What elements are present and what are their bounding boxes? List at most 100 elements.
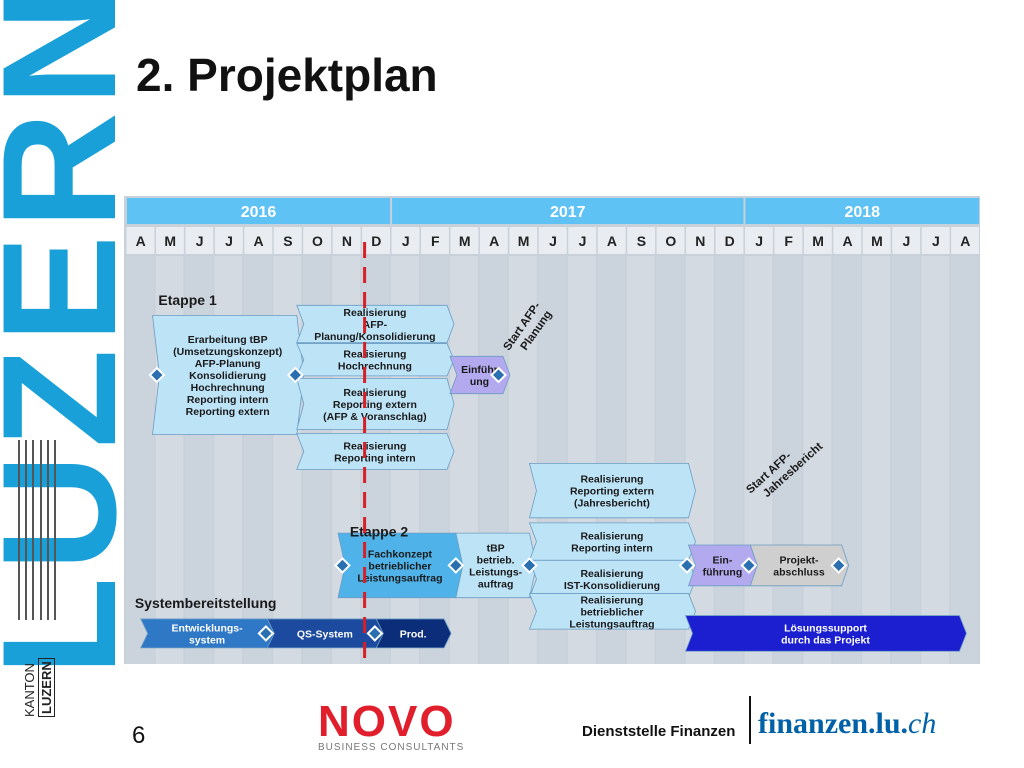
novo-logo-subtitle: BUSINESS CONSULTANTS: [318, 742, 465, 753]
month-header-label: A: [607, 233, 617, 249]
month-header-cell: [244, 227, 273, 254]
month-header-label: F: [784, 233, 793, 249]
milestone-diamond: [678, 556, 696, 574]
month-header-label: J: [903, 233, 911, 249]
section-label: Etappe 2: [350, 523, 409, 539]
month-column: [715, 256, 743, 664]
milestone-diamond: [257, 624, 275, 642]
task-bar: [375, 618, 452, 649]
month-header-cell: [479, 227, 508, 254]
slide-number: 6: [132, 722, 146, 749]
task-label: Lösungssupport: [784, 622, 867, 634]
year-header-label: 2017: [550, 204, 586, 221]
milestone-diamond: [447, 556, 465, 574]
month-header-cell: [185, 227, 214, 254]
month-header-label: N: [695, 233, 705, 249]
finanzen-url-ch: ch: [908, 707, 937, 740]
year-header-label: 2016: [241, 204, 277, 221]
month-header-label: M: [164, 233, 176, 249]
month-column: [862, 256, 891, 664]
month-header-label: J: [402, 233, 410, 249]
task-label: führung: [703, 566, 743, 578]
slide-title: 2. Projektplan: [136, 49, 438, 101]
month-column: [921, 256, 950, 664]
year-header-cell: [745, 198, 980, 224]
month-header-cell: [214, 227, 243, 254]
milestone-diamond: [830, 556, 848, 574]
month-header-label: A: [136, 233, 146, 249]
task-label: Entwicklungs-: [171, 622, 243, 634]
finanzen-url-main: finanzen.lu.: [758, 707, 909, 740]
task-label: Reporting extern: [333, 399, 417, 411]
task-bar: [684, 615, 967, 652]
task-label: betrieb.: [477, 554, 515, 566]
milestone-diamond: [521, 556, 538, 574]
month-header-cell: [155, 227, 184, 254]
month-column: [744, 256, 773, 664]
month-header-cell: [862, 227, 891, 254]
month-header-label: N: [342, 233, 352, 249]
task-bar: [749, 544, 850, 587]
task-label: auftrag: [478, 578, 514, 590]
month-header-cell: [362, 227, 391, 254]
month-header-cell: [744, 227, 773, 254]
month-header-label: D: [725, 233, 735, 249]
task-bar: [296, 377, 455, 430]
task-bar: [296, 433, 455, 470]
month-header-cell: [332, 227, 361, 254]
month-column: [685, 256, 714, 664]
task-label: (AFP & Voranschlag): [323, 411, 426, 423]
task-label: Leistungsauftrag: [357, 572, 442, 584]
month-header-label: J: [549, 233, 557, 249]
month-column: [449, 256, 478, 664]
month-header-cell: [686, 227, 714, 254]
month-header-label: O: [312, 233, 323, 249]
month-column: [773, 256, 802, 664]
task-label: Realisierung: [580, 594, 643, 606]
task-label: Reporting intern: [334, 453, 416, 465]
task-label: Erarbeitung tBP: [188, 334, 268, 346]
footer-separator: [749, 696, 751, 744]
month-header-label: M: [518, 233, 530, 249]
novo-logo-text: NOVO: [318, 697, 456, 746]
task-bar: [528, 593, 696, 630]
month-header-label: J: [225, 233, 233, 249]
department-name: Dienststelle Finanzen: [582, 723, 736, 740]
task-label: Reporting intern: [187, 394, 269, 406]
month-header-cell: [892, 227, 921, 254]
month-header-cell: [391, 227, 420, 254]
task-label: Realisierung: [580, 531, 643, 543]
task-label: AFP-Planung: [195, 358, 261, 370]
milestone-diamond: [366, 624, 384, 642]
month-header-label: J: [755, 233, 763, 249]
task-label: Reporting extern: [186, 406, 270, 418]
month-header-cell: [273, 227, 302, 254]
task-label: Hochrechnung: [191, 382, 265, 394]
month-header-cell: [421, 227, 449, 254]
task-label: Realisierung: [343, 441, 406, 453]
task-label: Realisierung: [343, 307, 406, 319]
month-header-label: D: [371, 233, 381, 249]
month-header-cell: [303, 227, 332, 254]
task-bar: [528, 462, 696, 519]
month-header-cell: [597, 227, 626, 254]
month-header-cell: [951, 227, 980, 254]
finanzen-url-logo: finanzen.lu.ch: [758, 707, 936, 741]
task-label: Realisierung: [580, 568, 643, 580]
task-label: betrieblicher: [580, 606, 643, 618]
task-label: Realisierung: [343, 349, 406, 361]
month-column: [126, 256, 154, 664]
month-header-cell: [126, 227, 155, 254]
month-header-cell: [450, 227, 479, 254]
month-header-label: M: [812, 233, 824, 249]
milestone-diamond: [334, 556, 351, 574]
task-bar: [296, 343, 455, 377]
section-label: Systembereitstellung: [135, 595, 277, 611]
task-label: AFP-: [363, 319, 388, 331]
year-header-cell: [127, 198, 391, 224]
task-label: Realisierung: [343, 387, 406, 399]
milestone-diamond: [148, 366, 166, 384]
month-header-cell: [627, 227, 656, 254]
